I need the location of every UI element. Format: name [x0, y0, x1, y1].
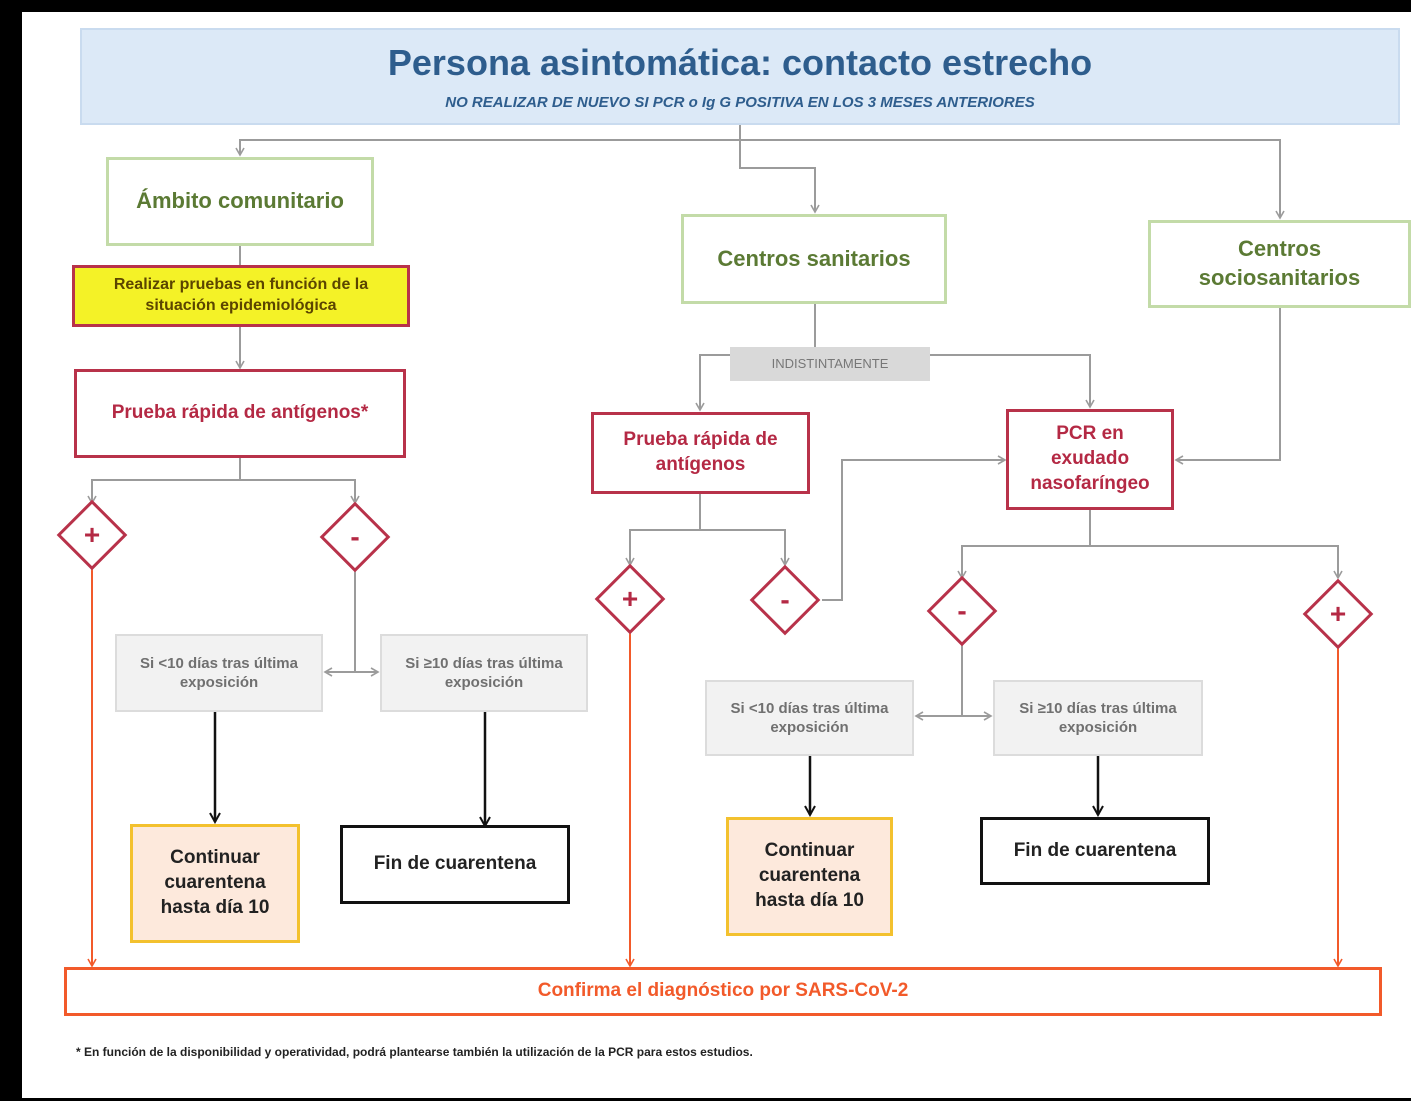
community-rapid-test-box: Prueba rápida de antígenos* [74, 369, 406, 458]
pcr-negative-label: - [957, 595, 967, 626]
page-title: Persona asintomática: contacto estrecho [387, 42, 1093, 84]
community-continue-quarantine-box: Continuar cuarentena hasta día 10 [130, 824, 300, 943]
health-ge10-box: Si ≥10 días tras última exposición [993, 680, 1203, 756]
community-negative-label: - [350, 521, 360, 552]
health-lt10-box: Si <10 días tras última exposición [705, 680, 914, 756]
health-centers-box: Centros sanitarios [681, 214, 947, 304]
antigen-negative-label: - [780, 584, 790, 615]
confirm-diagnosis-box: Confirma el diagnóstico por SARS-CoV-2 [64, 967, 1382, 1016]
community-end-quarantine-box: Fin de cuarentena [340, 825, 570, 904]
footnote: * En función de la disponibilidad y oper… [76, 1045, 753, 1059]
community-lt10-box: Si <10 días tras última exposición [115, 634, 323, 712]
title-banner: Persona asintomática: contacto estrecho … [80, 28, 1400, 125]
page-subtitle: NO REALIZAR DE NUEVO SI PCR o Ig G POSIT… [445, 94, 1035, 112]
health-rapid-test-box: Prueba rápida de antígenos [591, 412, 810, 494]
pcr-box: PCR en exudado nasofaríngeo [1006, 409, 1174, 510]
community-ge10-box: Si ≥10 días tras última exposición [380, 634, 588, 712]
epidemiology-note-box: Realizar pruebas en función de la situac… [72, 265, 410, 327]
antigen-positive-label: + [621, 583, 639, 614]
indistinctly-tag: INDISTINTAMENTE [730, 347, 930, 381]
health-continue-quarantine-box: Continuar cuarentena hasta día 10 [726, 817, 893, 936]
social-health-centers-box: Centros sociosanitarios [1148, 220, 1411, 308]
community-positive-label: + [83, 519, 101, 550]
pcr-positive-label: + [1329, 598, 1347, 629]
health-end-quarantine-box: Fin de cuarentena [980, 817, 1210, 885]
community-box: Ámbito comunitario [106, 157, 374, 246]
